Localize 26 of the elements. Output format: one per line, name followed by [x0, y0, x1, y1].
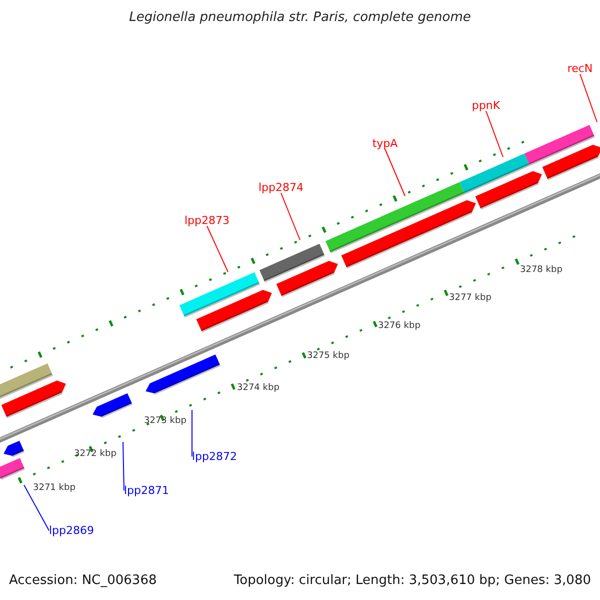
gene-label: lpp2869 [49, 525, 94, 536]
scale-label: 3273 kbp [144, 417, 186, 426]
scale-label: 3277 kbp [449, 294, 492, 303]
map-title: Legionella pneumophila str. Paris, complete genome [129, 11, 471, 24]
accession-text: Accession: NC_006368 [9, 574, 157, 587]
leader-line [384, 148, 406, 196]
leader-line [580, 74, 598, 122]
leader-line [486, 110, 504, 158]
leader-line [280, 192, 300, 240]
gene-label: lpp2872 [192, 451, 238, 462]
scale-label: 3272 kbp [74, 450, 116, 459]
gene-label: lpp2871 [124, 485, 170, 496]
scale-label: 3271 kbp [33, 484, 76, 493]
leader-line [122, 442, 124, 491]
gene-label: lpp2874 [258, 182, 304, 193]
scale-label: 3276 kbp [378, 322, 420, 331]
leader-line [206, 226, 228, 272]
scale-label: 3275 kbp [307, 352, 350, 361]
genome-info-text: Topology: circular; Length: 3,503,610 bp; Genes: 3,080 [234, 574, 591, 587]
gene-label: ppnK [472, 100, 500, 111]
leader-line [24, 484, 50, 531]
gene-label: lpp2873 [184, 215, 230, 226]
gene-label: typA [372, 138, 398, 149]
scale-label: 3274 kbp [237, 384, 280, 393]
gene-label: recN [567, 63, 593, 74]
scale-label: 3278 kbp [520, 266, 562, 275]
